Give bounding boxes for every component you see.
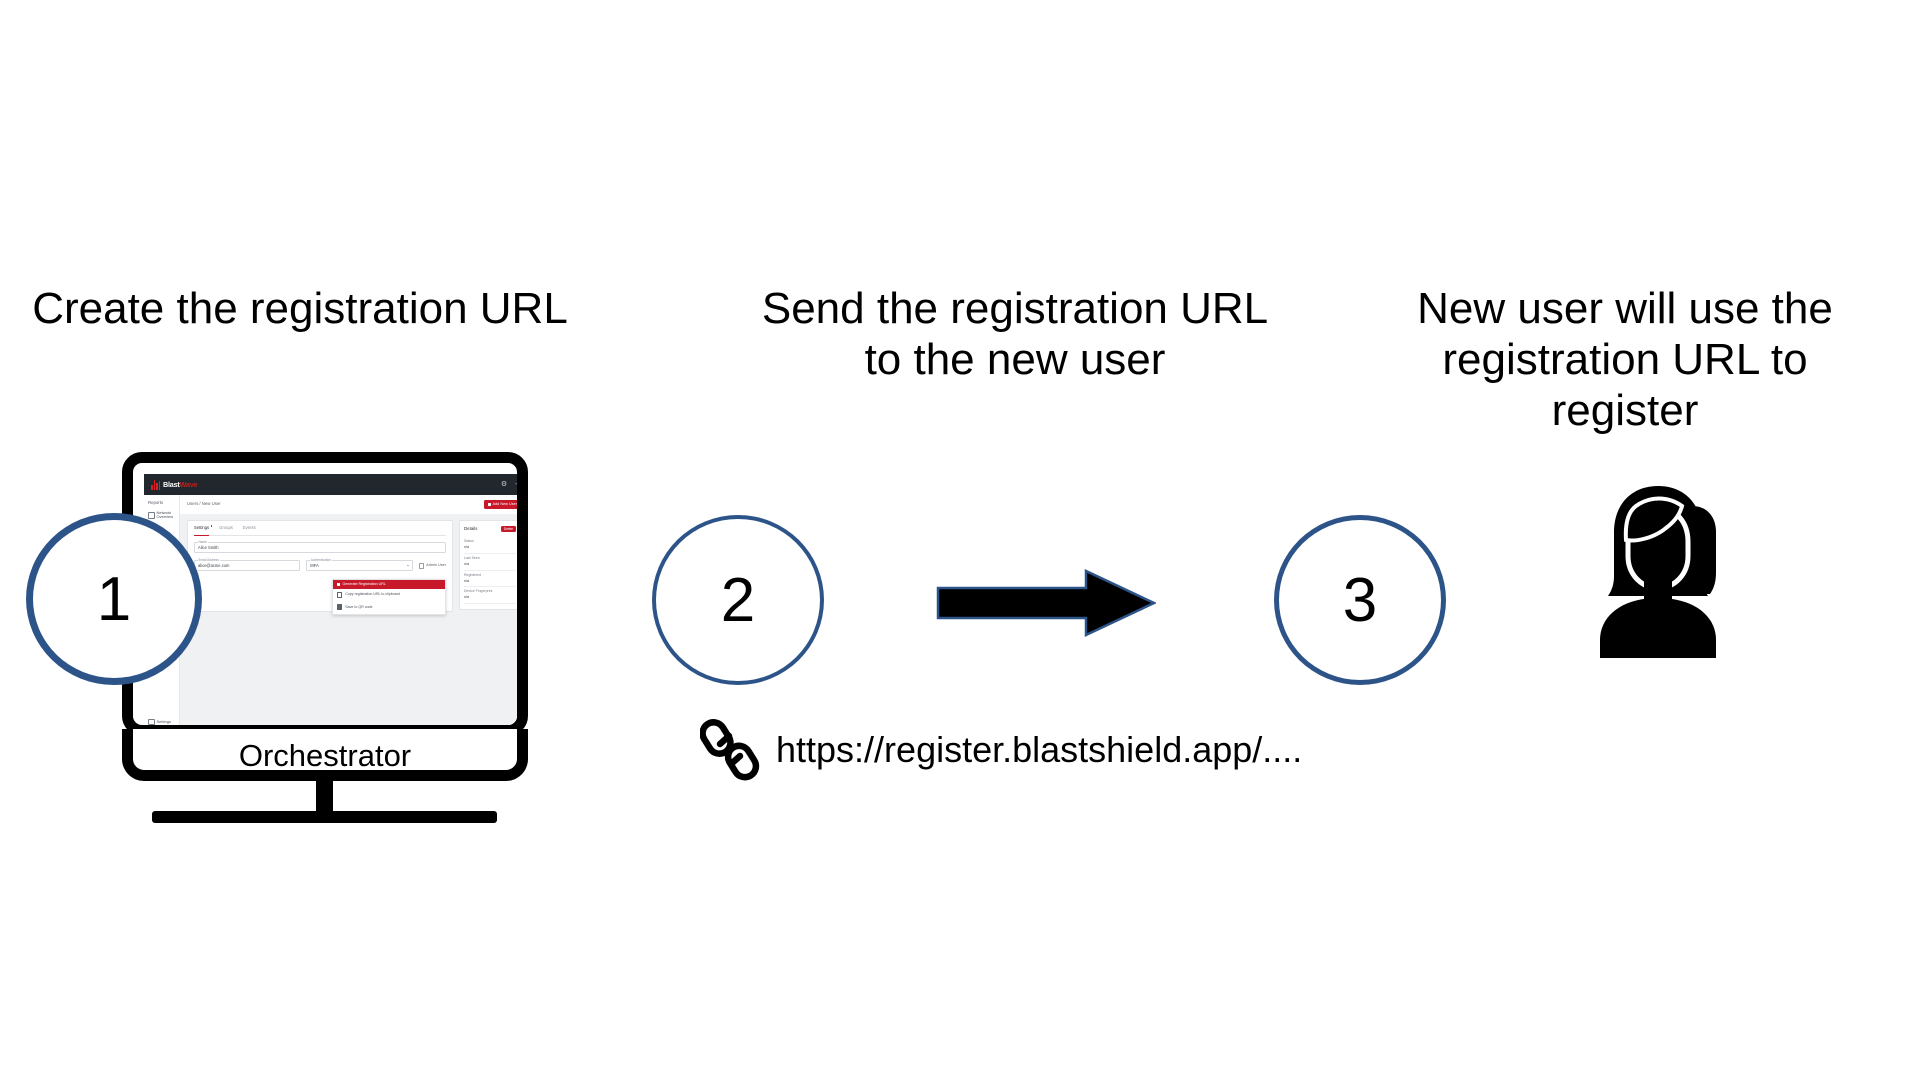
monitor-screen: BlastWave ⚙ ⇥ Reports Network Overview — [144, 474, 521, 725]
detail-row: Device Fingerprint n/a — [464, 587, 516, 604]
step-number-1: 1 — [26, 513, 202, 685]
menu-item-save-qr-label: Save to QR code — [345, 604, 373, 609]
topbar-icon-group: ⚙ ⇥ — [500, 481, 521, 488]
chain-link-icon — [700, 719, 760, 781]
detail-row: Status n/a — [464, 537, 516, 554]
registration-url-row: https://register.blastshield.app/.... — [700, 718, 1302, 782]
monitor-stand-neck — [316, 781, 333, 816]
tab-settings[interactable]: Settings — [194, 525, 213, 537]
orchestrator-monitor: BlastWave ⚙ ⇥ Reports Network Overview — [122, 452, 528, 823]
female-user-silhouette-icon — [1600, 486, 1716, 658]
add-user-button[interactable]: Add New User — [483, 500, 517, 509]
sidebar-item-label: Settings — [156, 718, 171, 724]
admin-user-checkbox-label: Admin User — [426, 562, 446, 567]
copy-icon — [337, 591, 343, 598]
monitor-chin — [122, 729, 528, 781]
settings-icon — [148, 718, 155, 725]
detail-value: n/a — [464, 545, 469, 550]
field-row: Email Address alice@acme.com Authenticat… — [194, 558, 446, 572]
step-3-heading: New user will use the registration URL t… — [1417, 284, 1833, 436]
chevron-down-icon — [406, 565, 409, 567]
monitor-bezel: BlastWave ⚙ ⇥ Reports Network Overview — [122, 452, 528, 736]
details-panel-title: Details — [464, 525, 478, 531]
tab-bar: Settings Groups Events — [194, 525, 446, 537]
detail-value: n/a — [464, 595, 469, 600]
name-field[interactable]: Name Alice Smith — [194, 540, 446, 554]
admin-user-checkbox[interactable]: Admin User — [418, 562, 446, 569]
blastwave-logo-icon — [151, 479, 160, 490]
menu-item-copy-url-label: Copy registration URL to clipboard — [345, 592, 400, 597]
detail-key: Last Seen — [464, 555, 480, 560]
app-topbar: BlastWave ⚙ ⇥ — [144, 474, 521, 495]
menu-item-copy-url[interactable]: Copy registration URL to clipboard — [333, 589, 445, 601]
content-row: Settings Groups Events Name Alice Smith — [180, 514, 517, 618]
gear-icon[interactable]: ⚙ — [500, 481, 508, 488]
menu-item-save-qr[interactable]: Save to QR code — [333, 601, 445, 613]
tab-badge-dot — [210, 525, 213, 527]
detail-key: Status — [464, 539, 474, 544]
email-field-value: alice@acme.com — [198, 562, 230, 568]
sidebar-item-label: Network Overview — [156, 510, 174, 520]
tab-events[interactable]: Events — [242, 525, 256, 530]
sidebar-item-network-overview[interactable]: Network Overview — [148, 511, 175, 519]
sidebar-item-settings[interactable]: Settings — [148, 718, 178, 725]
detail-row: Last Seen n/a — [464, 554, 516, 571]
tab-settings-label: Settings — [194, 525, 210, 530]
email-field[interactable]: Email Address alice@acme.com — [194, 558, 301, 572]
breadcrumb-bar: Users / New User Add New User — [180, 495, 517, 514]
app-main: Users / New User Add New User Settings — [180, 495, 517, 725]
delete-button[interactable]: Delete — [500, 526, 516, 533]
registration-url-text[interactable]: https://register.blastshield.app/.... — [776, 729, 1303, 770]
tab-groups[interactable]: Groups — [219, 525, 233, 530]
logout-icon[interactable]: ⇥ — [515, 481, 521, 488]
link-generate-icon — [337, 582, 340, 587]
logo-secondary-text: Wave — [179, 479, 198, 489]
authentication-label: Authentication — [309, 558, 332, 563]
email-field-label: Email Address — [197, 558, 220, 563]
checkbox-icon — [418, 562, 425, 569]
right-arrow-icon — [936, 569, 1156, 637]
details-panel: Details Delete Status n/a Last Seen n/a — [459, 520, 517, 610]
generate-registration-url-menu: Generate Registration URL Copy registrat… — [332, 579, 446, 615]
add-user-button-label: Add New User — [492, 501, 517, 506]
details-panel-header: Details Delete — [464, 525, 516, 533]
detail-value: n/a — [464, 578, 469, 583]
plus-icon — [487, 502, 491, 507]
name-field-value: Alice Smith — [198, 544, 219, 550]
generate-registration-url-button[interactable]: Generate Registration URL — [333, 580, 445, 589]
authentication-value: MFA — [310, 562, 319, 568]
qr-icon — [337, 604, 343, 611]
user-form-card: Settings Groups Events Name Alice Smith — [187, 520, 453, 615]
breadcrumb[interactable]: Users / New User — [187, 501, 221, 507]
logo-primary-text: Blast — [163, 479, 180, 489]
authentication-select[interactable]: Authentication MFA — [306, 558, 413, 572]
step-number-3: 3 — [1274, 515, 1446, 685]
detail-row: Registered n/a — [464, 571, 516, 588]
step-2-heading: Send the registration URL to the new use… — [761, 284, 1269, 385]
detail-key: Registered — [464, 572, 481, 577]
name-field-label: Name — [197, 540, 209, 545]
step-1-heading: Create the registration URL — [32, 284, 568, 333]
monitor-label: Orchestrator — [238, 738, 412, 773]
generate-registration-url-label: Generate Registration URL — [342, 581, 386, 586]
monitor-stand-foot — [152, 811, 497, 823]
blastwave-app-screenshot: BlastWave ⚙ ⇥ Reports Network Overview — [144, 474, 521, 725]
sidebar-title: Reports — [148, 500, 164, 505]
detail-value: n/a — [464, 561, 469, 566]
app-logo-text: BlastWave — [163, 481, 197, 488]
step-number-2: 2 — [652, 515, 824, 685]
network-icon — [148, 512, 155, 519]
sidebar-bottom-group: Settings — [148, 718, 178, 725]
detail-key: Device Fingerprint — [464, 589, 493, 594]
